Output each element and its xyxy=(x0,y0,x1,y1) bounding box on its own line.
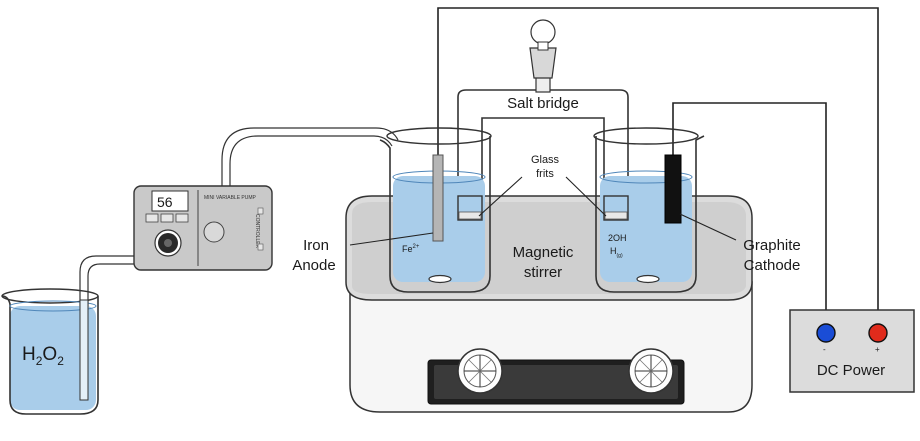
svg-text:Glass: Glass xyxy=(531,154,560,166)
iron-anode-leader xyxy=(349,232,434,246)
anode-wire xyxy=(437,7,879,320)
magnetic-stirrer-label: Magnetic stirrer xyxy=(513,244,574,281)
anode-frit xyxy=(457,195,483,221)
salt-bridge xyxy=(457,19,629,210)
pump-button-1[interactable] xyxy=(145,213,159,223)
anode-stir-bar xyxy=(428,274,452,284)
fe-ion-label: Fe2+ xyxy=(402,244,420,254)
cathode-stir-bar xyxy=(636,274,660,284)
graphite-cathode-label: Graphite Cathode xyxy=(743,237,801,274)
negative-terminal[interactable] xyxy=(816,323,836,343)
negative-terminal-sign: - xyxy=(823,345,826,354)
iron-anode-label: Iron Anode xyxy=(292,237,335,274)
peristaltic-pump: 56 MINI VARIABLE PUMP CONTROLLER xyxy=(133,185,273,271)
positive-terminal[interactable] xyxy=(868,323,888,343)
glass-frit-left-leader xyxy=(478,176,523,217)
hydroxide-label: 2OH xyxy=(608,233,627,243)
pump-display xyxy=(151,190,189,212)
svg-text:stirrer: stirrer xyxy=(524,264,562,281)
pump-button-2[interactable] xyxy=(160,213,174,223)
iron-anode-rod xyxy=(432,154,444,242)
stirrer-speed-knob[interactable] xyxy=(457,348,503,394)
pump-label-text: MINI VARIABLE PUMP xyxy=(204,195,257,201)
h2o2-label: H2O2 xyxy=(22,344,64,368)
graphite-cathode-leader xyxy=(679,213,737,241)
svg-text:Cathode: Cathode xyxy=(744,257,801,274)
dc-power-label: DC Power xyxy=(817,362,885,379)
svg-text:Magnetic: Magnetic xyxy=(513,244,574,261)
svg-text:frits: frits xyxy=(536,168,554,180)
svg-text:Anode: Anode xyxy=(292,257,335,274)
pump-head xyxy=(203,221,225,243)
salt-bridge-label: Salt bridge xyxy=(507,95,579,112)
hydrogen-gas-label: H(g) xyxy=(610,246,623,259)
pump-tubing xyxy=(79,127,399,345)
svg-text:Iron: Iron xyxy=(303,237,329,254)
pump-button-3[interactable] xyxy=(175,213,189,223)
pump-speed-knob[interactable] xyxy=(154,229,182,257)
svg-text:Graphite: Graphite xyxy=(743,237,801,254)
positive-terminal-sign: + xyxy=(875,345,880,354)
dc-power-supply: - + DC Power xyxy=(789,309,915,393)
graphite-cathode-rod xyxy=(664,154,682,224)
cathode-frit xyxy=(603,195,629,221)
glass-frit-right-leader xyxy=(565,176,607,217)
magnetic-stirrer-stand xyxy=(349,281,753,413)
glass-frits-label: Glass frits xyxy=(531,154,560,180)
pump-side-text: CONTROLLER xyxy=(254,214,260,249)
leader-lines xyxy=(349,176,737,246)
h2o2-beaker: H2O2 xyxy=(1,288,99,415)
pump-display-value: 56 xyxy=(157,194,173,210)
stirrer-heat-knob[interactable] xyxy=(628,348,674,394)
salt-bridge-stopper xyxy=(529,19,557,93)
